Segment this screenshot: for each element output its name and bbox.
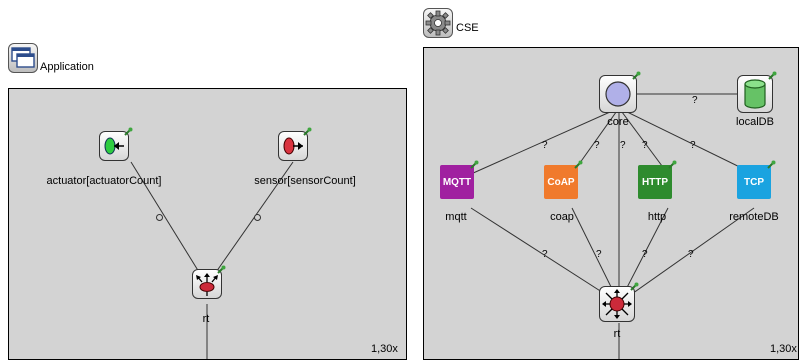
coap-protocol-badge: CoAP bbox=[544, 165, 578, 199]
http-label: http bbox=[647, 211, 667, 223]
localdb-node[interactable] bbox=[737, 71, 777, 113]
actuator-pin-icon bbox=[124, 127, 133, 136]
core-icon bbox=[599, 75, 637, 113]
coap-pin-icon bbox=[574, 160, 583, 169]
application-title: Application bbox=[40, 61, 94, 73]
cse-rt-node[interactable] bbox=[599, 282, 639, 322]
actuator-label: actuator[actuatorCount] bbox=[46, 175, 162, 187]
router-icon bbox=[599, 286, 635, 322]
cse-title: CSE bbox=[456, 22, 479, 34]
actuator-gate bbox=[156, 214, 163, 221]
localdb-pin-icon bbox=[768, 71, 777, 80]
application-rt-node[interactable] bbox=[192, 265, 226, 299]
core-node[interactable] bbox=[599, 71, 641, 113]
sensor-icon bbox=[278, 131, 308, 161]
cse-rt-label: rt bbox=[613, 328, 621, 340]
http-protocol-badge: HTTP bbox=[638, 165, 672, 199]
application-rt-pin-icon bbox=[217, 265, 226, 274]
http-pin-icon bbox=[668, 160, 677, 169]
cse-zoom-level: 1,30x bbox=[770, 343, 797, 355]
mqtt-label: mqtt bbox=[445, 211, 467, 223]
sensor-label: sensor[sensorCount] bbox=[254, 175, 356, 187]
remotedb-pin-icon bbox=[767, 160, 776, 169]
application-links bbox=[130, 161, 294, 359]
cse-canvas[interactable]: ? ? ? ? ? ? ? ? ? ? core localDB MQTT bbox=[423, 47, 799, 360]
core-pin-icon bbox=[632, 71, 641, 80]
actuator-icon bbox=[99, 131, 129, 161]
actuator-node[interactable] bbox=[99, 127, 133, 161]
coap-label: coap bbox=[550, 211, 574, 223]
mqtt-pin-icon bbox=[470, 160, 479, 169]
application-rt-label: rt bbox=[202, 313, 210, 325]
link-marker: ? bbox=[642, 249, 648, 260]
mqtt-protocol-badge: MQTT bbox=[440, 165, 474, 199]
router-icon bbox=[192, 269, 222, 299]
tcp-protocol-badge: TCP bbox=[737, 165, 771, 199]
link-marker: ? bbox=[542, 249, 548, 260]
cse-links bbox=[470, 93, 755, 359]
sensor-node[interactable] bbox=[278, 127, 312, 161]
core-label: core bbox=[607, 116, 629, 128]
application-window-icon bbox=[8, 43, 38, 73]
link-marker: ? bbox=[542, 140, 548, 151]
sensor-pin-icon bbox=[303, 127, 312, 136]
database-icon bbox=[737, 75, 773, 113]
application-zoom-level: 1,30x bbox=[371, 343, 398, 355]
remotedb-label: remoteDB bbox=[729, 211, 779, 223]
link-marker: ? bbox=[690, 140, 696, 151]
link-marker: ? bbox=[620, 140, 626, 151]
link-marker: ? bbox=[688, 249, 694, 260]
link-marker: ? bbox=[594, 140, 600, 151]
application-canvas[interactable]: actuator[actuatorCount] sensor[sensorCou… bbox=[8, 88, 407, 360]
cse-gear-icon bbox=[423, 8, 453, 38]
link-marker: ? bbox=[692, 95, 698, 106]
link-marker: ? bbox=[596, 249, 602, 260]
sensor-gate bbox=[254, 214, 261, 221]
link-marker: ? bbox=[642, 140, 648, 151]
cse-rt-pin-icon bbox=[630, 282, 639, 291]
localdb-label: localDB bbox=[736, 116, 774, 128]
